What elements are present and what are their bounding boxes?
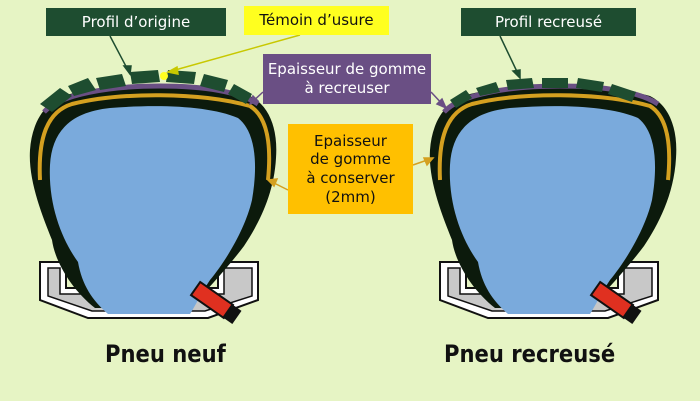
label-recut-profile: Profil recreusé xyxy=(461,8,636,36)
label-keep-thickness: Epaisseur de gomme à conserver (2mm) xyxy=(288,124,413,214)
label-regroove-thickness: Epaisseur de gomme à recreuser xyxy=(263,54,431,104)
keep-line-1: Epaisseur xyxy=(314,131,387,150)
wear-indicator-dot xyxy=(160,72,168,80)
regroove-line-1: Epaisseur de gomme xyxy=(267,60,427,79)
leader-wear-indicator xyxy=(167,34,301,73)
leader-lines xyxy=(109,35,521,80)
leader-lines-wear xyxy=(165,34,301,75)
caption-recut-tire: Pneu recreusé xyxy=(444,340,616,368)
regroove-line-2: à recreuser xyxy=(304,79,390,97)
recut-tire xyxy=(430,78,676,324)
keep-line-3: à conserver xyxy=(306,169,395,187)
new-tire xyxy=(30,70,276,324)
leader-lines-keep xyxy=(266,157,435,191)
keep-line-2: de gomme xyxy=(310,150,391,169)
label-wear-indicator: Témoin d’usure xyxy=(244,6,389,35)
recut-tread-grooves xyxy=(450,78,636,108)
caption-new-tire: Pneu neuf xyxy=(105,340,226,368)
keep-line-4: (2mm) xyxy=(325,187,376,206)
leader-lines-regroove xyxy=(248,91,448,110)
label-original-profile: Profil d’origine xyxy=(46,8,226,36)
